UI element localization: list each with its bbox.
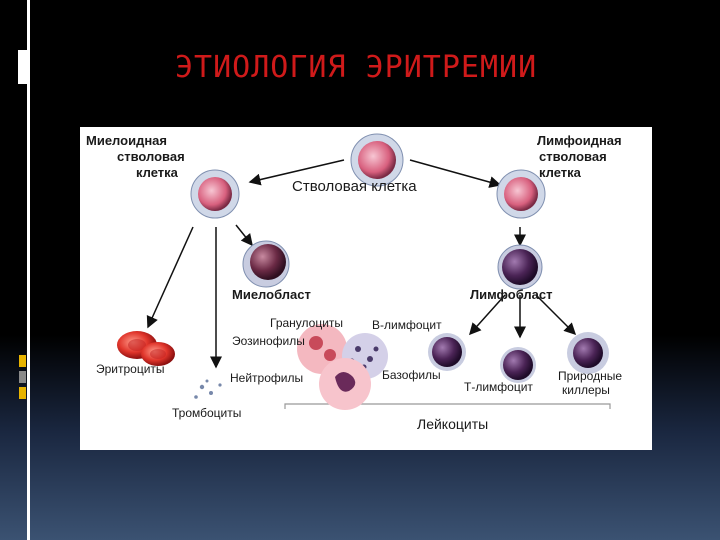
lymphoid-stem-cell-image (496, 169, 546, 219)
label-basophils: Базофилы (382, 368, 441, 382)
t-lymphocyte-image (500, 347, 536, 383)
granulocytes-image (297, 324, 388, 410)
label-erythrocytes: Эритроциты (96, 362, 165, 376)
label-stem-cell: Стволовая клетка (292, 178, 417, 195)
arrow-to-myeloblast (235, 224, 253, 247)
hematopoiesis-diagram: Стволовая клетка Миелоидная стволовая кл… (80, 127, 652, 450)
label-lymphoid-1: Лимфоидная (537, 133, 622, 148)
label-myeloid-2: стволовая (117, 149, 185, 164)
arrow-to-b-lymphocyte (468, 294, 506, 336)
arrow-to-nk (535, 294, 577, 336)
label-t-lymphocyte: Т-лимфоцит (464, 380, 533, 394)
label-neutrophils: Нейтрофилы (230, 371, 303, 385)
label-leukocytes: Лейкоциты (417, 416, 488, 432)
leukocytes-bracket (284, 403, 611, 409)
erythrocytes-image (117, 331, 175, 366)
label-myeloid-3: клетка (136, 165, 179, 180)
diagram-svg: Стволовая клетка Миелоидная стволовая кл… (86, 133, 622, 432)
slide-title: ЭТИОЛОГИЯ ЭРИТРЕМИИ (175, 50, 538, 85)
label-b-lymphocyte: В-лимфоцит (372, 318, 442, 332)
b-lymphocyte-image (428, 333, 466, 371)
label-lymphoblast: Лимфобласт (470, 287, 553, 302)
label-nk-2: киллеры (562, 383, 610, 397)
label-thrombocytes: Тромбоциты (172, 406, 241, 420)
accent-block-3 (19, 387, 26, 399)
lymphoblast-image (497, 244, 543, 290)
label-lymphoid-3: клетка (539, 165, 582, 180)
label-nk-1: Природные (558, 369, 622, 383)
arrow-to-lymphoid (409, 159, 502, 188)
accent-block-2 (19, 371, 26, 383)
label-granulocytes: Гранулоциты (270, 316, 343, 330)
label-myeloblast: Миелобласт (232, 287, 311, 302)
myeloblast-image (242, 240, 290, 288)
stem-cell-image (350, 133, 404, 187)
label-myeloid-1: Миелоидная (86, 133, 167, 148)
left-edge-tab (18, 50, 28, 84)
accent-block-1 (19, 355, 26, 367)
label-lymphoid-2: стволовая (539, 149, 607, 164)
myeloid-stem-cell-image (190, 169, 240, 219)
left-edge-bar (27, 0, 30, 540)
arrow-to-myeloid (248, 159, 345, 186)
arrow-to-erythrocytes (146, 226, 194, 329)
thrombocytes-image (194, 379, 222, 399)
nk-cell-image (567, 332, 609, 374)
arrows (146, 159, 577, 369)
label-eosinophils: Эозинофилы (232, 334, 305, 348)
